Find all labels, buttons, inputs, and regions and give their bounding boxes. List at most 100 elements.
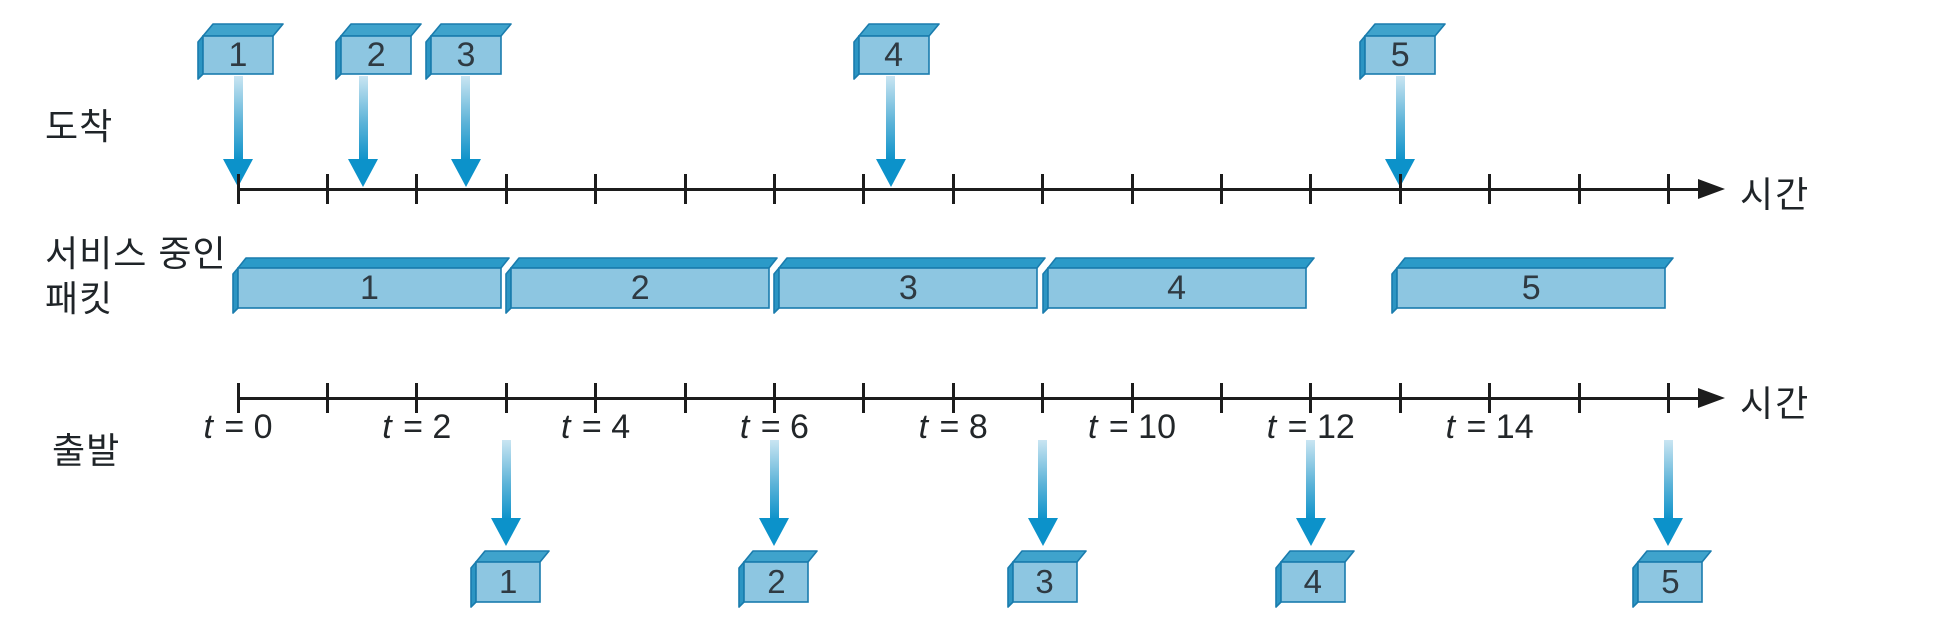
tick-time-label: t = 0 — [203, 408, 273, 446]
tick-time-label: t = 12 — [1266, 408, 1355, 446]
packet-box-shape — [1041, 257, 1315, 314]
packet-number: 3 — [1035, 563, 1054, 600]
in-service-row-label-line1: 서비스 중인 — [45, 233, 227, 274]
departure-arrow-stem — [1663, 440, 1673, 520]
axis-tick — [325, 174, 329, 204]
packet-box-shape — [232, 257, 510, 314]
axis-tick — [594, 383, 598, 413]
axis-tick — [683, 383, 687, 413]
tick-time-label: t = 14 — [1445, 408, 1534, 446]
service-bar: 2 — [505, 256, 781, 314]
departure-arrow-head — [1027, 518, 1058, 546]
arrival-packet-box: 3 — [425, 22, 515, 80]
packet-number: 1 — [360, 268, 379, 307]
packet-box-shape — [425, 23, 512, 80]
in-service-row-label-line2: 패킷 — [45, 278, 114, 319]
departure-packet-box: 5 — [1632, 549, 1715, 608]
service-bar: 1 — [232, 256, 513, 314]
axis-tick — [683, 174, 687, 204]
axis-tick — [772, 383, 776, 413]
axis-tick — [1488, 174, 1492, 204]
packet-number: 5 — [1521, 268, 1541, 307]
axis-arrowhead-icon — [1698, 179, 1725, 199]
axis-tick — [772, 174, 776, 204]
departure-packet-box: 1 — [470, 549, 553, 608]
departure-arrow-stem — [1306, 440, 1316, 520]
axis-tick — [1488, 383, 1492, 413]
axis-tick — [1041, 174, 1045, 204]
departure-packet-box: 2 — [738, 549, 821, 608]
packet-box-shape — [738, 550, 819, 608]
departure-arrow-stem — [501, 440, 511, 520]
departure-arrow-head — [1295, 518, 1326, 546]
axis-tick — [951, 383, 955, 413]
packet-number: 3 — [898, 268, 918, 307]
departure-arrow-head — [491, 518, 522, 546]
tick-time-label: t = 2 — [382, 408, 452, 446]
in-service-row-label: 서비스 중인 패킷 — [45, 231, 227, 321]
service-bar: 5 — [1391, 256, 1677, 314]
axis-tick — [951, 174, 955, 204]
axis-tick — [1041, 383, 1045, 413]
arrival-arrow-head — [450, 159, 481, 187]
packet-number: 5 — [1390, 35, 1410, 74]
packet-box-shape — [197, 23, 284, 80]
axis-tick — [1577, 174, 1581, 204]
arrival-packet-box: 1 — [197, 22, 287, 80]
axis-tick — [1130, 383, 1134, 413]
departure-arrow-stem — [1038, 440, 1048, 520]
axis-arrowhead-icon — [1698, 388, 1725, 408]
packet-box-shape — [773, 257, 1047, 314]
packet-box-shape — [505, 257, 778, 314]
tick-time-label: t = 8 — [918, 408, 988, 446]
packet-box-shape — [1274, 550, 1355, 608]
axis-tick — [504, 174, 508, 204]
axis-tick — [236, 174, 240, 204]
axis-tick — [325, 383, 329, 413]
axis-tick — [1130, 174, 1134, 204]
axis-tick — [1398, 174, 1402, 204]
axis-tick — [594, 174, 598, 204]
packet-box-shape — [1391, 257, 1674, 314]
arrival-arrow-head — [875, 159, 906, 187]
tick-time-label: t = 4 — [561, 408, 631, 446]
packet-box-shape — [852, 23, 940, 80]
service-bar: 3 — [773, 256, 1049, 314]
arrival-arrow-stem — [233, 76, 243, 161]
packet-box-shape — [1632, 550, 1713, 608]
arrival-packet-box: 2 — [335, 22, 425, 80]
axis-tick — [1219, 383, 1223, 413]
packet-number: 5 — [1661, 563, 1680, 600]
packet-number: 1 — [228, 35, 248, 74]
packet-box-shape — [335, 23, 422, 80]
axis-tick — [1577, 383, 1581, 413]
axis-tick — [1666, 383, 1670, 413]
departure-packet-box: 4 — [1274, 549, 1358, 608]
departure-packet-box: 3 — [1006, 549, 1090, 608]
axis-tick — [862, 174, 866, 204]
time-axis-line — [238, 188, 1700, 191]
arrival-packet-box: 5 — [1359, 22, 1449, 80]
time-axis-label: 시간 — [1740, 383, 1811, 424]
axis-tick — [236, 383, 240, 413]
packet-number: 4 — [884, 35, 904, 74]
departure-arrow-head — [759, 518, 790, 546]
packet-box-shape — [470, 550, 550, 608]
axis-tick — [415, 383, 419, 413]
service-bar: 4 — [1041, 256, 1318, 314]
axis-tick — [415, 174, 419, 204]
axis-tick — [862, 383, 866, 413]
arrival-arrow-stem — [358, 76, 368, 161]
packet-box-shape — [1359, 23, 1446, 80]
departure-arrow-stem — [769, 440, 779, 520]
packet-number: 4 — [1167, 268, 1187, 307]
departure-arrow-head — [1653, 518, 1684, 546]
packet-number: 2 — [767, 563, 786, 600]
arrival-packet-box: 4 — [852, 22, 943, 80]
axis-tick — [1398, 383, 1402, 413]
tick-time-label: t = 6 — [739, 408, 809, 446]
